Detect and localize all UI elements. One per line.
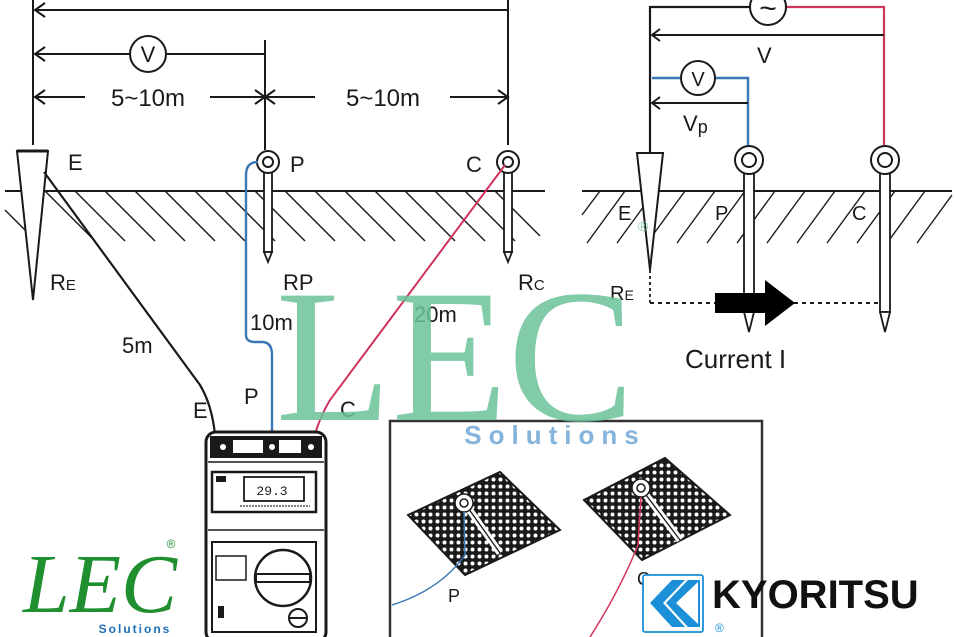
lead-wire-e — [43, 171, 217, 436]
total-distance-arrow — [32, 0, 509, 145]
source-circuit-black — [648, 5, 750, 155]
voltmeter-symbol: V — [141, 42, 156, 67]
vp-arrow — [650, 96, 748, 110]
watermark-registered: ® — [638, 218, 649, 234]
potential-electrode-p — [256, 150, 280, 265]
current-arrow-icon — [715, 280, 795, 326]
potential-electrode-p-right — [734, 145, 764, 333]
left-panel: V 5~10m 5~10m — [4, 0, 545, 637]
current-label: Current I — [685, 344, 786, 374]
ac-source-symbol: ~ — [759, 0, 777, 25]
meter-display-value: 29.3 — [256, 484, 287, 499]
lec-logo-registered: ® — [167, 537, 176, 551]
lec-logo-subtext: Solutions — [99, 622, 172, 636]
voltage-measure-line — [33, 40, 266, 150]
earth-electrode-e-right — [635, 152, 665, 305]
distance-arrows — [33, 89, 510, 105]
kyoritsu-k-icon — [650, 580, 685, 627]
electrode-label-p: P — [290, 152, 305, 177]
right-panel: ~ V V Vp — [581, 0, 953, 374]
voltage-label-v: V — [757, 43, 772, 68]
lead-wire-p — [244, 160, 274, 445]
electrode-label-e: E — [68, 150, 83, 175]
electrode-label-c: C — [466, 152, 482, 177]
source-circuit-red — [786, 5, 886, 145]
resistance-label-re-right: RE — [610, 283, 634, 305]
kyoritsu-registered: ® — [715, 621, 724, 635]
watermark-subtext: Solutions — [464, 420, 645, 450]
vp-circuit-blue — [652, 76, 750, 145]
resistance-label-rp: RP — [283, 270, 314, 295]
resistance-label-re: RE — [50, 270, 76, 295]
current-electrode-c-right — [870, 145, 900, 333]
lec-watermark: LEC Solutions ® — [276, 218, 649, 462]
voltmeter-symbol-right: V — [691, 69, 705, 91]
lec-logo-text: LEC — [22, 538, 178, 631]
kyoritsu-logo-text: KYORITSU — [712, 573, 919, 617]
kyoritsu-logo: ® KYORITSU — [642, 573, 919, 635]
resistance-label-rc: RC — [518, 270, 545, 295]
electrode-label-p-right: P — [715, 203, 728, 225]
mesh-plate-p — [391, 470, 562, 606]
vp-label: Vp — [683, 111, 708, 137]
voltage-v-arrow — [650, 28, 884, 42]
voltmeter-icon-right: V — [680, 60, 716, 96]
terminal-label-p: P — [244, 384, 259, 409]
ground-surface — [4, 190, 545, 242]
lead-length-e: 5m — [122, 333, 153, 358]
distance-label-p-c: 5~10m — [346, 85, 420, 112]
mesh-plate-c — [582, 456, 732, 637]
lead-length-p: 10m — [250, 310, 293, 335]
earth-tester-meter: 29.3 — [204, 430, 328, 637]
ac-source-icon: ~ — [749, 0, 787, 26]
distance-label-e-p: 5~10m — [111, 85, 185, 112]
current-electrode-c — [496, 150, 520, 265]
lead-length-c: 20m — [414, 302, 457, 327]
terminal-label-c: C — [340, 397, 356, 422]
electrode-label-c-right: C — [852, 203, 866, 225]
terminal-label-e: E — [193, 398, 208, 423]
earth-electrode-e — [15, 149, 50, 301]
watermark-text: LEC — [276, 252, 635, 462]
plate-label-p: P — [448, 586, 460, 606]
electrode-label-e-right: E — [618, 203, 631, 225]
ground-surface-right — [581, 190, 953, 244]
voltmeter-icon: V — [129, 35, 167, 73]
lec-logo: LEC ® Solutions — [22, 537, 178, 636]
